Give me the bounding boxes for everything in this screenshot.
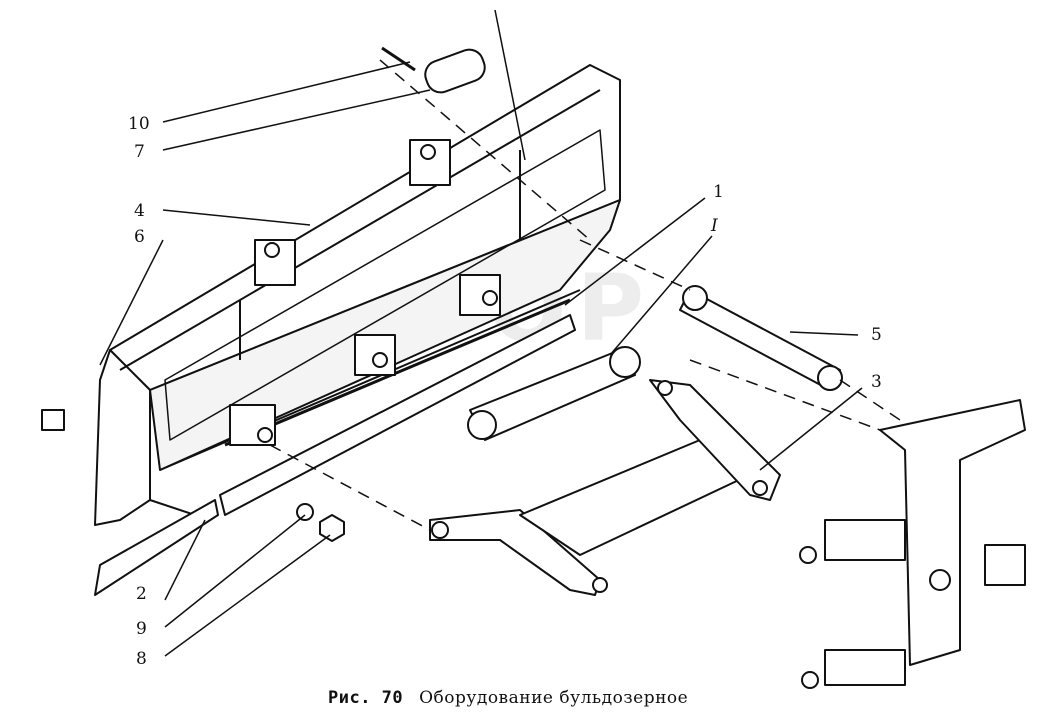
callout-10: 10 xyxy=(128,114,150,134)
figure-caption: Рис. 70 Оборудование бульдозерное xyxy=(328,688,688,708)
callout-5: 5 xyxy=(871,325,882,345)
callout-8: 8 xyxy=(136,649,147,669)
callout-9: 9 xyxy=(136,619,147,639)
callout-1: 1 xyxy=(713,182,724,202)
pin-and-cotter xyxy=(381,46,486,94)
callout-4: 4 xyxy=(134,201,145,221)
hydraulic-cylinder xyxy=(467,346,641,441)
callout-I: I xyxy=(711,216,718,236)
callout-2: 2 xyxy=(136,584,147,604)
fasteners xyxy=(41,409,345,542)
assembly-lines xyxy=(269,59,901,531)
callout-6: 6 xyxy=(134,227,145,247)
leader-lines xyxy=(99,9,863,657)
strut xyxy=(679,285,843,391)
figure-title: Оборудование бульдозерное xyxy=(419,688,689,708)
push-frame xyxy=(429,379,781,596)
blade-brackets xyxy=(229,139,501,446)
callout-7: 7 xyxy=(134,142,145,162)
blade xyxy=(94,64,621,526)
mounting-bracket xyxy=(799,399,1026,689)
figure-number: Рис. 70 xyxy=(328,688,404,708)
callout-3: 3 xyxy=(871,372,882,392)
